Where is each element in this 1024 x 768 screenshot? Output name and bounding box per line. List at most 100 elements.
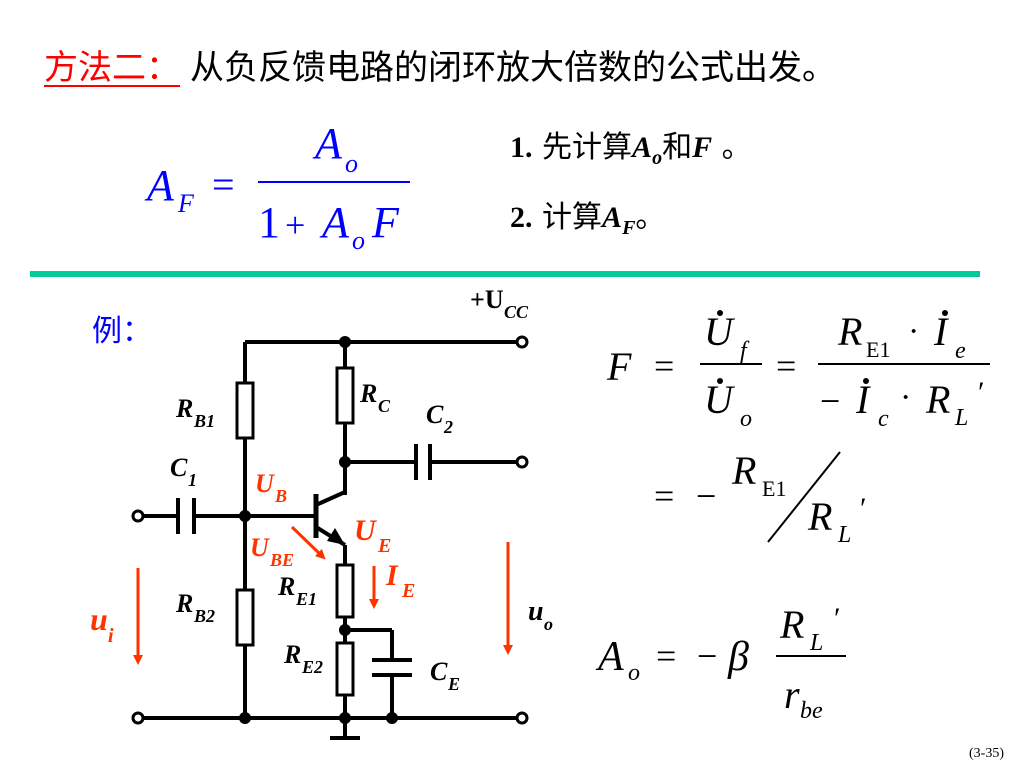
- svg-text:F: F: [606, 344, 632, 389]
- title-text: 从负反馈电路的闭环放大倍数的公式出发。: [190, 48, 836, 88]
- svg-text:CC: CC: [504, 302, 529, 322]
- svg-text:−: −: [696, 476, 716, 516]
- svg-text:·: ·: [900, 379, 911, 416]
- svg-text:E1: E1: [866, 337, 890, 362]
- svg-text:=: =: [212, 162, 235, 207]
- svg-text:C: C: [170, 453, 188, 482]
- svg-text:BE: BE: [269, 550, 294, 570]
- svg-text:′: ′: [834, 602, 841, 635]
- svg-text:o: o: [740, 406, 752, 432]
- circuit-red-labels: U B U BE U E I E u i: [90, 469, 415, 647]
- svg-text:E1: E1: [295, 589, 317, 609]
- svg-text:e: e: [955, 338, 966, 364]
- signal-arrows: [133, 525, 513, 665]
- svg-text:E: E: [401, 580, 415, 602]
- svg-text:F: F: [177, 189, 195, 218]
- svg-text:+U: +U: [470, 285, 504, 314]
- svg-text:·: ·: [908, 313, 919, 350]
- svg-text:−: −: [820, 381, 840, 421]
- svg-text:U: U: [250, 533, 270, 562]
- svg-text:A: A: [144, 161, 175, 210]
- circuit-nodes: [239, 336, 398, 724]
- formula-f: F = U f U o = R E1 · I e − I c · R L ′: [606, 309, 990, 432]
- svg-text:1: 1: [258, 198, 280, 247]
- svg-text:A: A: [319, 198, 350, 247]
- svg-text:1: 1: [188, 470, 197, 490]
- svg-text:I: I: [933, 309, 949, 354]
- emitter-arrow: [327, 528, 345, 545]
- svg-text:U: U: [704, 377, 736, 422]
- svg-text:B: B: [274, 486, 287, 506]
- svg-text:f: f: [740, 338, 750, 364]
- svg-text:R: R: [925, 377, 950, 422]
- svg-text:F: F: [371, 198, 400, 247]
- svg-text:C: C: [378, 396, 391, 416]
- svg-text:R: R: [277, 572, 295, 601]
- svg-text:′: ′: [978, 376, 985, 409]
- svg-text:E2: E2: [301, 657, 323, 677]
- ube-arrow: [290, 525, 326, 560]
- svg-text:+: +: [285, 205, 305, 245]
- svg-text:B1: B1: [193, 411, 215, 431]
- svg-text:U: U: [354, 514, 377, 547]
- svg-text:o: o: [544, 614, 553, 634]
- svg-text:L: L: [837, 522, 851, 548]
- svg-text:L: L: [809, 630, 823, 656]
- svg-text:be: be: [800, 698, 823, 724]
- svg-text:=: =: [776, 346, 796, 386]
- svg-text:A: A: [595, 634, 624, 680]
- svg-text:R: R: [779, 602, 804, 647]
- section-divider: [30, 271, 980, 277]
- svg-text:E1: E1: [762, 476, 786, 501]
- resistor-re1: [335, 563, 355, 619]
- svg-text:A: A: [312, 119, 343, 168]
- svg-text:U: U: [255, 469, 275, 498]
- resistor-re2: [335, 641, 355, 697]
- method-label: 方法二：: [44, 48, 180, 88]
- step-1: 1. 先计算Ao和F 。: [510, 130, 752, 169]
- svg-text:R: R: [175, 589, 193, 618]
- svg-text:U: U: [704, 309, 736, 354]
- svg-text:r: r: [784, 672, 800, 717]
- svg-text:R: R: [807, 494, 832, 539]
- svg-text:=: =: [656, 636, 676, 676]
- svg-text:I: I: [855, 377, 871, 422]
- svg-text:o: o: [345, 149, 358, 178]
- svg-text:′: ′: [860, 492, 867, 525]
- svg-text:R: R: [359, 379, 377, 408]
- svg-text:B2: B2: [193, 606, 215, 626]
- svg-text:R: R: [283, 640, 301, 669]
- svg-text:R: R: [175, 394, 193, 423]
- svg-text:β: β: [727, 634, 749, 680]
- page-number: (3-35): [969, 746, 1004, 761]
- formula-ao: A o = − β R L ′ r be: [595, 602, 846, 724]
- svg-text:=: =: [654, 346, 674, 386]
- formula-af: A F = A o 1 + A o F: [144, 119, 410, 255]
- svg-text:=: =: [654, 476, 674, 516]
- terminals: [131, 335, 529, 725]
- svg-text:E: E: [377, 535, 391, 557]
- step-2: 2. 计算AF。: [510, 200, 666, 239]
- svg-text:E: E: [447, 674, 460, 694]
- svg-text:C: C: [426, 400, 444, 429]
- resistor-rb2: [235, 588, 255, 647]
- svg-text:u: u: [90, 601, 108, 637]
- example-label: 例：: [92, 314, 152, 349]
- svg-text:o: o: [628, 660, 640, 686]
- formula-f-simplified: = − R E1 R L ′: [654, 448, 867, 548]
- circuit-labels: +U CC R B1 R B2 R C R E1 R E2 C 1 C 2 C …: [170, 285, 553, 694]
- resistor-rc: [335, 366, 355, 425]
- svg-text:u: u: [528, 596, 544, 627]
- svg-text:R: R: [837, 309, 862, 354]
- svg-text:o: o: [352, 226, 365, 255]
- svg-text:I: I: [385, 559, 399, 592]
- svg-text:L: L: [954, 405, 968, 431]
- svg-text:c: c: [878, 406, 889, 432]
- svg-text:R: R: [731, 448, 756, 493]
- svg-text:−: −: [697, 636, 717, 676]
- svg-text:i: i: [108, 625, 114, 647]
- resistor-rb1: [235, 381, 255, 440]
- page-title: 方法二：从负反馈电路的闭环放大倍数的公式出发。: [44, 40, 836, 89]
- svg-text:2: 2: [443, 417, 453, 437]
